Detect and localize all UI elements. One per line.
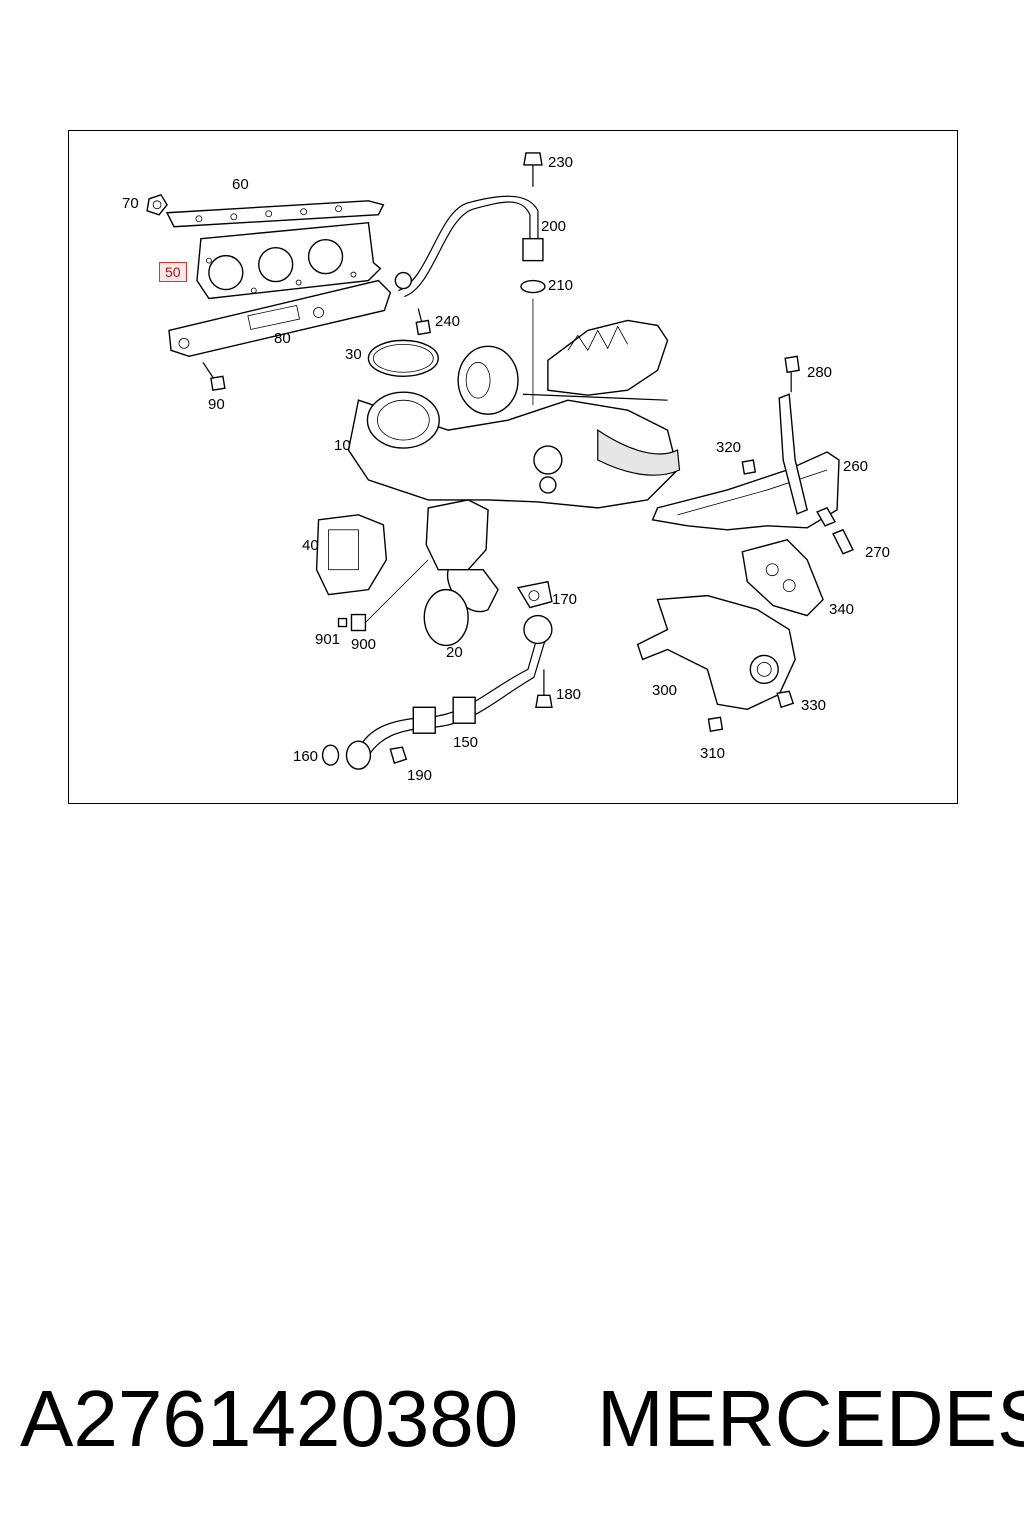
callout-280[interactable]: 280 (807, 364, 833, 381)
bracket-280 (778, 355, 808, 515)
bolt-320 (741, 459, 757, 475)
callout-70[interactable]: 70 (122, 195, 139, 212)
o-ring-20 (423, 588, 469, 647)
callout-260[interactable]: 260 (843, 458, 869, 475)
parts-diagram-frame (68, 130, 958, 804)
brand-text: MERCEDES (597, 1374, 1024, 1463)
bracket-340 (741, 539, 824, 617)
oil-return-pipe-150 (345, 614, 553, 770)
nut-190 (389, 746, 408, 765)
callout-170[interactable]: 170 (552, 591, 578, 608)
bolt-240 (415, 308, 432, 336)
callout-340[interactable]: 340 (829, 601, 855, 618)
seal-ring-210 (520, 279, 546, 294)
nut-70 (146, 193, 168, 216)
callout-20[interactable]: 20 (446, 644, 463, 661)
callout-320[interactable]: 320 (716, 439, 742, 456)
callout-210[interactable]: 210 (548, 277, 574, 294)
bolt-180 (535, 669, 553, 708)
callout-90[interactable]: 90 (208, 396, 225, 413)
bracket-300 (636, 594, 796, 711)
callout-200[interactable]: 200 (541, 218, 567, 235)
callout-150[interactable]: 150 (453, 734, 479, 751)
actuator-40 (315, 514, 388, 596)
heat-shield-80 (168, 279, 392, 358)
exhaust-gasket-50 (196, 221, 382, 300)
gasket-strip-60 (165, 200, 385, 228)
o-ring-30 (367, 339, 439, 377)
gasket-170 (516, 580, 553, 609)
callout-310[interactable]: 310 (700, 745, 726, 762)
turbocharger-10 (347, 319, 681, 509)
callout-300[interactable]: 300 (652, 682, 678, 699)
callout-40[interactable]: 40 (302, 537, 319, 554)
callout-190[interactable]: 190 (407, 767, 433, 784)
clip-270 (816, 507, 854, 555)
callout-60[interactable]: 60 (232, 176, 249, 193)
callout-230[interactable]: 230 (548, 154, 574, 171)
callout-901[interactable]: 901 (315, 631, 341, 648)
callout-50-highlighted[interactable]: 50 (159, 262, 187, 282)
turbocharger-exploded-view (146, 152, 854, 770)
callout-900[interactable]: 900 (351, 636, 377, 653)
callout-270[interactable]: 270 (865, 544, 891, 561)
nut-310 (707, 716, 724, 733)
connector-900-901 (337, 559, 429, 632)
callout-10[interactable]: 10 (334, 437, 351, 454)
callout-160[interactable]: 160 (293, 748, 319, 765)
seal-ring-160 (321, 744, 340, 766)
bolt-90 (202, 361, 226, 392)
callout-330[interactable]: 330 (801, 697, 827, 714)
callout-30[interactable]: 30 (345, 346, 362, 363)
callout-180[interactable]: 180 (556, 686, 582, 703)
banjo-bolt-230 (523, 152, 543, 187)
callout-240[interactable]: 240 (435, 313, 461, 330)
callout-80[interactable]: 80 (274, 330, 291, 347)
part-number-text: A2761420380 (20, 1374, 519, 1463)
oil-pipe-200 (394, 195, 544, 298)
nut-330 (776, 690, 795, 709)
